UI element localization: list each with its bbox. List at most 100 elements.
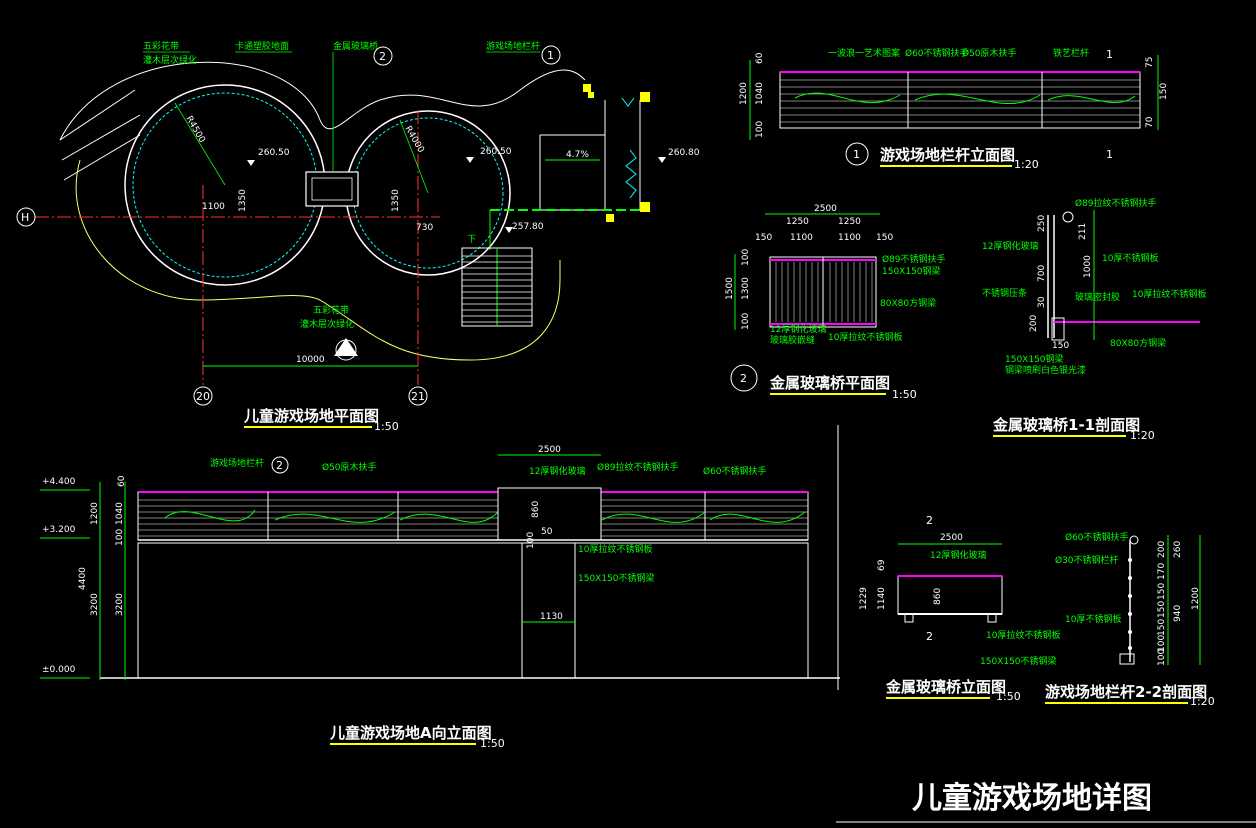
railing-bars	[780, 79, 1140, 123]
svg-text:60: 60	[755, 52, 765, 64]
svg-text:2500: 2500	[940, 533, 963, 543]
svg-text:80X80方钢梁: 80X80方钢梁	[1110, 337, 1166, 349]
dim-1350: 1350	[238, 189, 248, 212]
edge-hatch-2	[61, 114, 141, 181]
svg-text:2: 2	[379, 50, 386, 63]
edge-hatch	[59, 89, 136, 141]
railing-run	[137, 491, 809, 541]
dim-730: 730	[416, 223, 433, 233]
svg-text:100: 100	[755, 121, 765, 138]
railing-elev-scale: 1:20	[1014, 158, 1039, 171]
svg-text:150: 150	[1052, 341, 1069, 351]
plan-scale: 1:50	[374, 420, 399, 433]
slide-zigzag	[625, 149, 637, 199]
svg-text:150: 150	[1157, 601, 1167, 618]
note-rubber-floor: 卡通塑胶地面	[235, 40, 289, 52]
svg-text:1040: 1040	[755, 82, 765, 105]
railing-elev-title: 游戏场地栏杆立面图	[880, 146, 1015, 164]
svg-text:1500: 1500	[725, 277, 735, 300]
level-marker: +4.400	[40, 477, 90, 491]
note-railing: 游戏场地栏杆	[486, 40, 540, 52]
north-arrow-icon	[334, 338, 358, 361]
bridge-elev-scale: 1:50	[996, 690, 1021, 703]
svg-text:50: 50	[541, 527, 553, 537]
stair-flight	[461, 247, 533, 327]
svg-text:Ø89拉纹不锈钢扶手: Ø89拉纹不锈钢扶手	[597, 461, 679, 473]
railing-sec22-title: 游戏场地栏杆2-2剖面图	[1045, 683, 1207, 701]
wave-pattern	[1047, 95, 1136, 104]
svg-text:1040: 1040	[115, 502, 125, 525]
svg-text:Ø30不锈钢栏杆: Ø30不锈钢栏杆	[1055, 554, 1119, 566]
svg-text:不锈钢压条: 不锈钢压条	[982, 287, 1027, 299]
wave-pattern	[709, 511, 806, 523]
svg-text:30: 30	[1037, 296, 1047, 308]
svg-text:12厚钢化玻璃: 12厚钢化玻璃	[982, 240, 1038, 252]
svg-text:钢梁喷刷白色银光漆: 钢梁喷刷白色银光漆	[1005, 364, 1086, 376]
svg-text:Ø60不锈钢扶手: Ø60不锈钢扶手	[703, 465, 767, 477]
svg-text:玻璃密封胶: 玻璃密封胶	[1075, 291, 1120, 303]
note-50-handrail: Ø50原木扶手	[962, 47, 1017, 59]
svg-text:2: 2	[926, 630, 933, 643]
slope-label: 4.7%	[566, 150, 589, 160]
svg-text:1: 1	[853, 148, 860, 161]
svg-text:75: 75	[1145, 57, 1155, 68]
post-marker	[588, 92, 594, 98]
dim-1100: 1100	[202, 202, 225, 212]
svg-text:257.80: 257.80	[512, 222, 544, 232]
svg-text:21: 21	[411, 390, 425, 403]
glass-bridge-plan	[305, 171, 359, 207]
note-wave: 一波浪一艺术图案	[828, 47, 900, 59]
level-marker: 257.80	[505, 222, 544, 233]
level-marker: 260.50	[247, 148, 290, 166]
callout-bubble: 2	[373, 46, 393, 66]
glass-panel-lines	[775, 262, 873, 322]
svg-text:70: 70	[1145, 116, 1155, 128]
svg-text:2500: 2500	[814, 204, 837, 214]
svg-text:3200: 3200	[115, 593, 125, 616]
svg-text:1: 1	[547, 49, 554, 62]
grid-bubble-21: 21	[408, 386, 428, 406]
svg-text:940: 940	[1173, 605, 1183, 622]
svg-text:260.80: 260.80	[668, 148, 700, 158]
dim-10000: 10000	[296, 355, 325, 365]
bridge-plan-scale: 1:50	[892, 388, 917, 401]
svg-text:1: 1	[1106, 48, 1113, 61]
svg-text:150X150不锈钢梁: 150X150不锈钢梁	[578, 572, 655, 584]
svg-text:2: 2	[740, 372, 747, 385]
svg-text:100: 100	[741, 313, 751, 330]
horizontal-rails	[137, 492, 808, 540]
svg-text:200: 200	[1029, 315, 1039, 332]
wave-pattern	[794, 92, 901, 104]
svg-text:100: 100	[1157, 649, 1167, 666]
wave-pattern	[274, 511, 396, 523]
callout-bubble: 2	[271, 456, 289, 474]
railing-sec22-scale: 1:20	[1190, 695, 1215, 708]
svg-text:860: 860	[933, 588, 943, 605]
svg-text:80X80方钢梁: 80X80方钢梁	[880, 297, 936, 309]
wave-pattern	[164, 509, 256, 522]
note-flower-band-2: 五彩花带	[313, 304, 349, 316]
svg-text:860: 860	[531, 501, 541, 518]
handrail-section	[1129, 535, 1139, 545]
svg-text:10厚不锈钢板: 10厚不锈钢板	[1102, 252, 1158, 264]
outer-planting-edge	[59, 61, 586, 141]
dim-1350: 1350	[391, 189, 401, 212]
svg-text:1300: 1300	[741, 277, 751, 300]
bridge-glass-elev	[497, 487, 602, 541]
svg-text:1100: 1100	[790, 233, 813, 243]
svg-text:12厚钢化玻璃: 12厚钢化玻璃	[930, 549, 986, 561]
svg-text:100: 100	[526, 532, 536, 549]
svg-text:+4.400: +4.400	[42, 477, 76, 487]
svg-text:10厚拉纹不锈钢板: 10厚拉纹不锈钢板	[986, 629, 1060, 641]
level-marker: 260.80	[658, 148, 700, 163]
handrail-section	[1062, 211, 1074, 223]
svg-text:Ø60不锈钢扶手: Ø60不锈钢扶手	[1065, 531, 1129, 543]
level-marker: ±0.000	[40, 665, 90, 679]
rail-dot	[1128, 630, 1132, 634]
plan-view: 4.7% 260.50 260.50 260.80 257.80 H 20 21…	[16, 40, 700, 433]
svg-text:4400: 4400	[78, 567, 88, 590]
svg-text:1100: 1100	[838, 233, 861, 243]
callout-bubble: 1	[541, 45, 561, 65]
bridge-plan-view: 2500 1250 1250 150 1100 1100 150 100 150…	[725, 204, 946, 401]
svg-text:260.50: 260.50	[480, 147, 512, 157]
